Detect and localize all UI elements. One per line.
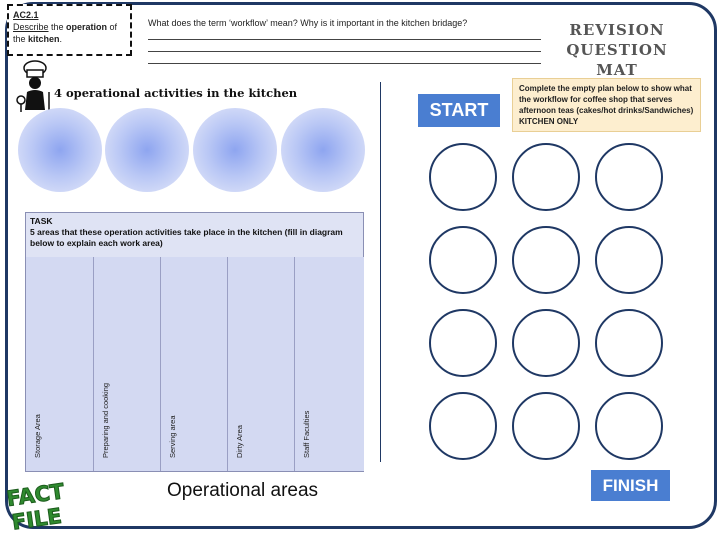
section-heading: 4 operational activities in the kitchen [54,86,298,100]
criteria-verb: Describe [13,22,49,32]
area-column-dirty[interactable]: Dirty Area [227,257,295,471]
criteria-code: AC2.1 [13,10,39,20]
answer-line[interactable] [148,39,541,40]
task-title: TASK [30,216,53,226]
area-label: Serving area [168,415,177,458]
task-body: 5 areas that these operation activities … [30,227,343,248]
area-label: Dirty Area [235,425,244,458]
mat-title-line2: Question Mat [566,41,668,79]
activity-circle[interactable] [105,108,189,192]
area-column-serving[interactable]: Serving area [160,257,228,471]
activity-circle[interactable] [281,108,365,192]
task-instructions: TASK 5 areas that these operation activi… [30,216,360,249]
assessment-criteria-box: AC2.1 Describe the operation of the kitc… [7,4,132,56]
diagram-caption: Operational areas [167,480,319,501]
column-divider [380,82,381,462]
activity-circle[interactable] [193,108,277,192]
criteria-text: the [48,22,67,32]
instruction-note: Complete the empty plan below to show wh… [512,78,701,132]
task-box: TASK 5 areas that these operation activi… [25,212,364,472]
mat-title: Revision Question Mat [552,20,682,80]
start-label: START [418,94,500,127]
workflow-step-circle[interactable] [429,226,497,294]
workflow-step-circle[interactable] [429,143,497,211]
criteria-text: the [13,34,29,44]
workflow-step-circle[interactable] [512,309,580,377]
area-column-staff[interactable]: Staff Faculties [294,257,364,471]
criteria-text: of [107,22,118,32]
workflow-step-circle[interactable] [429,309,497,377]
mat-title-line1: Revision [569,21,665,39]
area-label: Preparing and cooking [101,382,110,458]
workflow-step-circle[interactable] [512,143,580,211]
criteria-keyword: operation [66,22,108,32]
workflow-step-circle[interactable] [595,309,663,377]
finish-label: FINISH [591,470,670,501]
criteria-text: . [59,34,63,44]
activity-circle[interactable] [18,108,102,192]
workflow-step-circle[interactable] [429,392,497,460]
answer-line[interactable] [148,63,541,64]
workflow-step-circle[interactable] [512,226,580,294]
fact-file-stamp: FACT FILE [0,478,74,535]
area-column-preparing[interactable]: Preparing and cooking [93,257,161,471]
workflow-step-circle[interactable] [595,392,663,460]
workflow-step-circle[interactable] [595,143,663,211]
chef-icon [16,60,54,112]
area-column-storage[interactable]: Storage Area [26,257,93,471]
area-label: Staff Faculties [302,410,311,458]
area-label: Storage Area [33,414,42,458]
workflow-step-circle[interactable] [595,226,663,294]
answer-line[interactable] [148,51,541,52]
criteria-keyword: kitchen [28,34,60,44]
workflow-step-circle[interactable] [512,392,580,460]
workflow-question: What does the term ‘workflow’ mean? Why … [148,18,468,28]
